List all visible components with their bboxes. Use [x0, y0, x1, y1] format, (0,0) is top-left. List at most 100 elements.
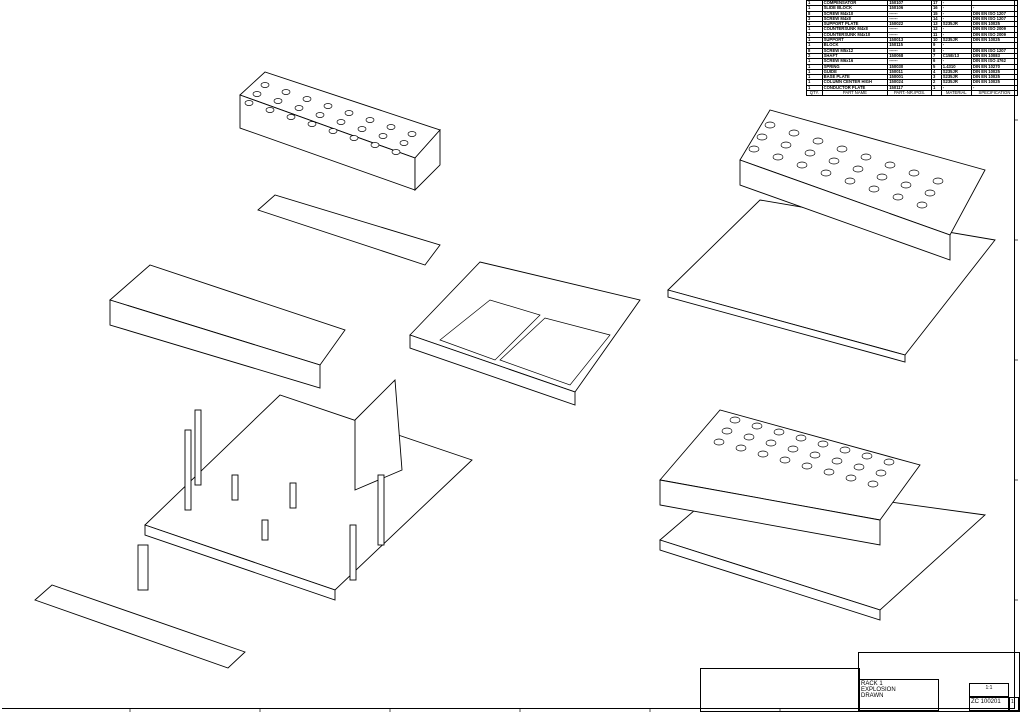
parts-cell: DIN EN 10025 — [970, 37, 1019, 44]
hole — [386, 124, 396, 130]
parts-cell: DIN EN ISO 2009 — [970, 31, 1019, 39]
hole-pattern — [244, 82, 944, 488]
hole — [756, 133, 768, 141]
hole — [828, 157, 840, 165]
hole — [787, 445, 799, 453]
hole — [344, 110, 354, 116]
sheet-cell: 1 — [1009, 697, 1019, 711]
hole — [721, 427, 733, 435]
hole — [399, 140, 409, 146]
upper-rack-block — [239, 71, 441, 192]
hole — [883, 458, 895, 466]
parts-cell: COUNTERSUNK M4x10 — [821, 31, 889, 39]
hole — [852, 165, 864, 173]
parts-header: PART NAME — [821, 90, 889, 97]
drawing-title-cell: RACK 1 EXPLOSION DRAWN — [859, 679, 939, 711]
drawing-subtitle: EXPLOSION — [861, 687, 896, 693]
parts-cell: DIN EN ISO 1207 — [970, 15, 1019, 23]
hole — [294, 105, 304, 111]
hole — [260, 82, 270, 88]
parts-cell: SUPPORT PLATE — [821, 21, 889, 28]
parts-cell: C15E/13 — [940, 52, 972, 60]
parts-header: QTY. — [806, 90, 823, 97]
hole — [751, 422, 763, 430]
hole — [845, 474, 857, 482]
hole — [772, 153, 784, 161]
drawing-number: ZC 100201 — [971, 699, 1001, 705]
hole — [817, 440, 829, 448]
parts-cell: DIN EN 10025 — [970, 21, 1019, 28]
hole — [860, 153, 872, 161]
parts-header: MATERIAL — [940, 90, 972, 97]
parts-cell: DIN EN ISO 1207 — [970, 10, 1019, 17]
hole — [831, 457, 843, 465]
hole — [764, 121, 776, 129]
parts-header: SPECIFICATION — [970, 90, 1019, 97]
hole — [932, 177, 944, 185]
hole — [839, 446, 851, 454]
hole — [743, 433, 755, 441]
parts-cell: S235JR — [940, 79, 972, 86]
assembly-view-bottom — [659, 409, 987, 621]
hole — [908, 169, 920, 177]
hole — [307, 121, 317, 127]
perforated-plate — [257, 194, 441, 266]
parts-cell: S235JR — [940, 74, 972, 81]
parts-cell: DIN EN ISO 4762 — [970, 58, 1019, 65]
sheet-number: 1 — [1011, 699, 1014, 705]
parts-cell: DIN EN 10025 — [970, 79, 1019, 86]
hole — [892, 193, 904, 201]
parts-cell: COUNTERSUNK M4x8 — [821, 26, 889, 33]
hole — [916, 201, 928, 209]
hole — [884, 161, 896, 169]
hole — [328, 128, 338, 134]
hole — [407, 131, 417, 137]
parts-cell: S235JR — [940, 37, 972, 44]
hole — [861, 452, 873, 460]
hole — [853, 463, 865, 471]
title-block: RACK 1 EXPLOSION DRAWN 1:1 ZC 100201 1 — [858, 652, 1020, 712]
hole — [868, 185, 880, 193]
hole — [735, 444, 747, 452]
hole — [836, 145, 848, 153]
hole — [804, 149, 816, 157]
parts-cell: DIN EN 10083 — [970, 52, 1019, 60]
hole — [757, 450, 769, 458]
hole — [349, 135, 359, 141]
parts-cell: DIN EN 10025 — [970, 68, 1019, 76]
hole — [780, 141, 792, 149]
hole — [748, 145, 760, 153]
hole — [729, 416, 741, 424]
parts-cell: COLUMN CENTER HIGH — [821, 79, 889, 86]
hole — [801, 462, 813, 470]
hole — [823, 468, 835, 476]
drawing-number-cell: ZC 100201 — [969, 697, 1009, 711]
parts-cell: DIN EN 10025 — [970, 74, 1019, 81]
scale-cell: 1:1 — [969, 683, 1009, 697]
hole — [286, 114, 296, 120]
parts-cell: DIN EN ISO 1207 — [970, 47, 1019, 54]
parts-cell: S235JR — [940, 68, 972, 76]
base-plate — [137, 378, 473, 601]
hole — [765, 439, 777, 447]
parts-header: PART.-NR./POS. — [887, 90, 932, 97]
hole — [788, 129, 800, 137]
hole — [796, 161, 808, 169]
hole — [844, 177, 856, 185]
hole — [252, 91, 262, 97]
hole — [779, 456, 791, 464]
hole — [281, 89, 291, 95]
hole — [900, 181, 912, 189]
hole — [391, 149, 401, 155]
parts-cell: DIN EN 10270 — [970, 63, 1019, 70]
hole — [924, 189, 936, 197]
parts-cell: COMPENSATOR — [821, 0, 889, 7]
